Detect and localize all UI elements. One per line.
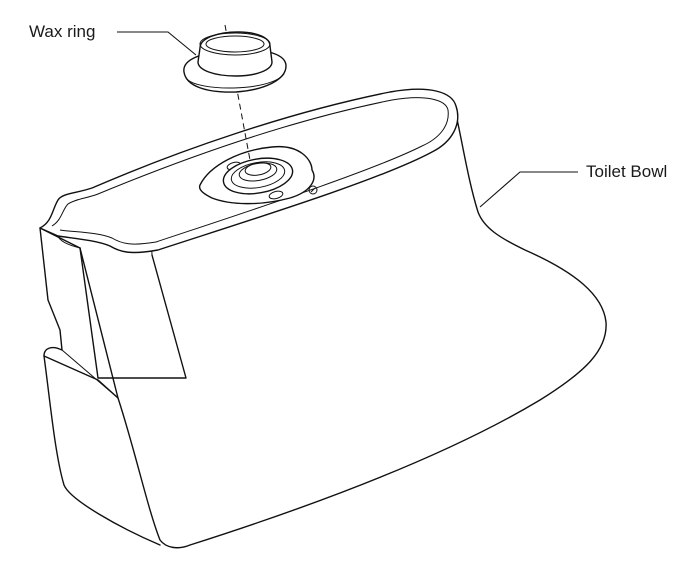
flange-drain-opening: [244, 162, 272, 176]
wax-ring-top-outer: [199, 32, 271, 56]
flange-ring-mid: [230, 161, 286, 189]
bowl-small-hole-mark: [310, 187, 316, 193]
flange-outer-ring: [222, 157, 294, 195]
toilet-bowl-leader-line: [479, 171, 578, 208]
wax-ring-base-edge: [185, 73, 285, 89]
flange-bolt-hole-right: [268, 190, 284, 200]
bowl-small-hole: [308, 185, 318, 195]
rim-lip: [57, 235, 81, 249]
toilet-bowl-label: Toilet Bowl: [586, 162, 667, 181]
wax-ring-collar: [197, 31, 273, 77]
toilet-bowl-callout: Toilet Bowl: [479, 162, 667, 208]
wax-ring-callout: Wax ring: [29, 22, 197, 56]
wax-ring: [183, 31, 287, 93]
bowl-left-column: [39, 227, 119, 399]
bowl-body-outline: [117, 109, 607, 549]
bowl-inner-side-panel: [79, 247, 187, 379]
rim-inner: [51, 97, 449, 245]
toilet-bowl: [39, 109, 607, 549]
floor-flange: [198, 146, 315, 205]
bowl-left-foot: [43, 355, 161, 546]
wax-ring-top-inner: [205, 35, 265, 53]
wax-ring-leader-line: [117, 31, 197, 56]
bowl-left-foot-edge: [61, 349, 119, 399]
wax-ring-label: Wax ring: [29, 22, 95, 41]
